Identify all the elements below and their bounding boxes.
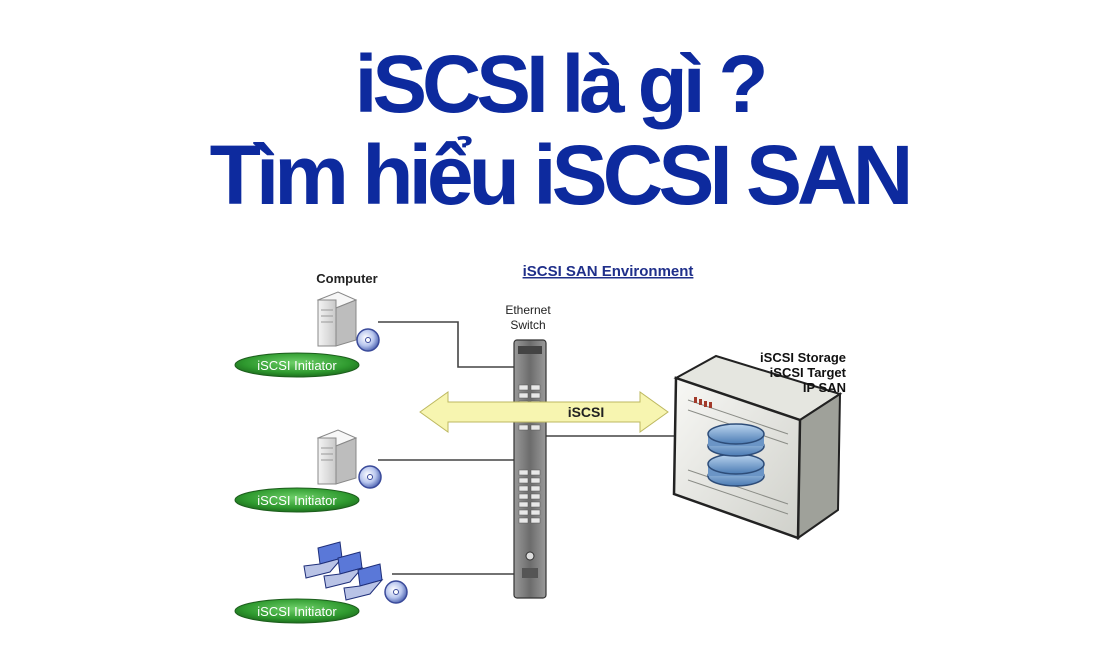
disk-stack-icon [707, 423, 765, 487]
link-initiator-1 [378, 321, 515, 368]
initiator-badge [234, 598, 360, 624]
cd-disc-icon [356, 328, 380, 352]
storage-label-line: IP SAN [803, 380, 846, 395]
iscsi-protocol-arrow: iSCSI [419, 391, 669, 433]
laptops-icon [303, 541, 384, 601]
storage-label: iSCSI Storage iSCSI Target IP SAN [760, 350, 847, 395]
initiator-1: iSCSI Initiator [234, 291, 380, 378]
switch-label-line: Switch [510, 318, 545, 332]
ethernet-switch [513, 339, 547, 599]
initiator-badge [234, 487, 360, 513]
cd-disc-icon [384, 580, 408, 604]
computer-label: Computer [316, 271, 377, 286]
diagram-heading: iSCSI SAN Environment [523, 263, 694, 280]
iscsi-storage-device [672, 354, 843, 540]
switch-label-line: Ethernet [505, 303, 551, 317]
cd-disc-icon [358, 465, 382, 489]
initiator-label: iSCSI Initiator [257, 493, 337, 508]
initiator-badge [234, 352, 360, 378]
initiator-label: iSCSI Initiator [257, 604, 337, 619]
tower-server-icon [316, 429, 358, 485]
network-links [378, 321, 676, 575]
storage-label-line: iSCSI Storage [760, 350, 846, 365]
initiator-3: iSCSI Initiator [234, 541, 408, 624]
initiator-2: iSCSI Initiator [234, 429, 382, 513]
initiator-label: iSCSI Initiator [257, 358, 337, 373]
switch-label: Ethernet Switch [505, 303, 551, 332]
storage-label-line: iSCSI Target [770, 365, 847, 380]
iscsi-protocol-label: iSCSI [568, 404, 605, 420]
page-title-line-1: iSCSI là gì ? [354, 39, 769, 130]
tower-server-icon [316, 291, 358, 347]
page-title-line-2: Tìm hiểu iSCSI SAN [209, 128, 914, 222]
